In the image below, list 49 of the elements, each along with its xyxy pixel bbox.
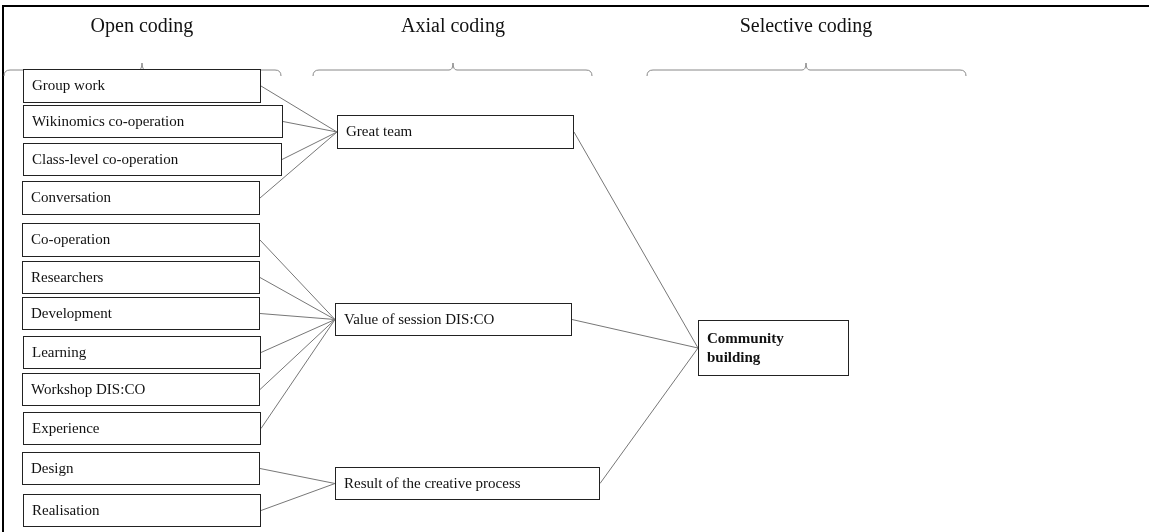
code-label: Wikinomics co-operation bbox=[32, 111, 185, 131]
connector-line bbox=[260, 85, 338, 133]
code-box bbox=[23, 494, 261, 527]
code-label: Value of session DIS:CO bbox=[344, 309, 495, 329]
code-label: Learning bbox=[32, 342, 87, 362]
connector-line bbox=[599, 347, 699, 484]
column-heading: Selective coding bbox=[739, 14, 873, 37]
code-box bbox=[337, 115, 574, 149]
connector-line bbox=[259, 277, 336, 320]
code-box bbox=[23, 143, 282, 176]
connector-line bbox=[259, 468, 336, 484]
code-box bbox=[23, 105, 283, 138]
code-box bbox=[22, 261, 260, 294]
code-label: Design bbox=[31, 458, 74, 478]
code-box bbox=[22, 223, 260, 257]
code-label: Great team bbox=[346, 122, 413, 142]
connector-line bbox=[571, 319, 699, 349]
code-label: Community building bbox=[707, 328, 785, 367]
connector-line bbox=[282, 121, 338, 133]
code-box bbox=[22, 452, 260, 485]
code-box bbox=[23, 69, 261, 103]
connector-line bbox=[259, 239, 336, 320]
code-label: Development bbox=[31, 303, 112, 323]
code-label: Researchers bbox=[31, 267, 104, 287]
code-box bbox=[335, 303, 572, 336]
connector-line bbox=[260, 319, 336, 429]
code-label: Result of the creative process bbox=[344, 473, 521, 493]
code-box bbox=[23, 412, 261, 445]
code-label: Experience bbox=[32, 418, 100, 438]
connector-line bbox=[573, 131, 699, 349]
column-heading: Open coding bbox=[90, 14, 194, 37]
connector-line bbox=[260, 319, 336, 353]
code-box bbox=[335, 467, 600, 500]
code-box bbox=[698, 320, 849, 376]
code-label: Co-operation bbox=[31, 230, 111, 250]
connector-line bbox=[259, 313, 336, 320]
connector-line bbox=[259, 131, 338, 199]
code-label: Class-level co-operation bbox=[32, 149, 179, 169]
code-box bbox=[22, 373, 260, 406]
code-label: Workshop DIS:CO bbox=[31, 379, 146, 399]
code-label: Group work bbox=[32, 76, 105, 96]
code-box bbox=[22, 181, 260, 215]
code-label: Conversation bbox=[31, 188, 111, 208]
connector-line bbox=[259, 319, 336, 390]
code-label: Realisation bbox=[32, 500, 100, 520]
column-heading: Axial coding bbox=[401, 14, 505, 37]
connector-line bbox=[260, 483, 336, 511]
code-box bbox=[22, 297, 260, 330]
code-box bbox=[23, 336, 261, 369]
